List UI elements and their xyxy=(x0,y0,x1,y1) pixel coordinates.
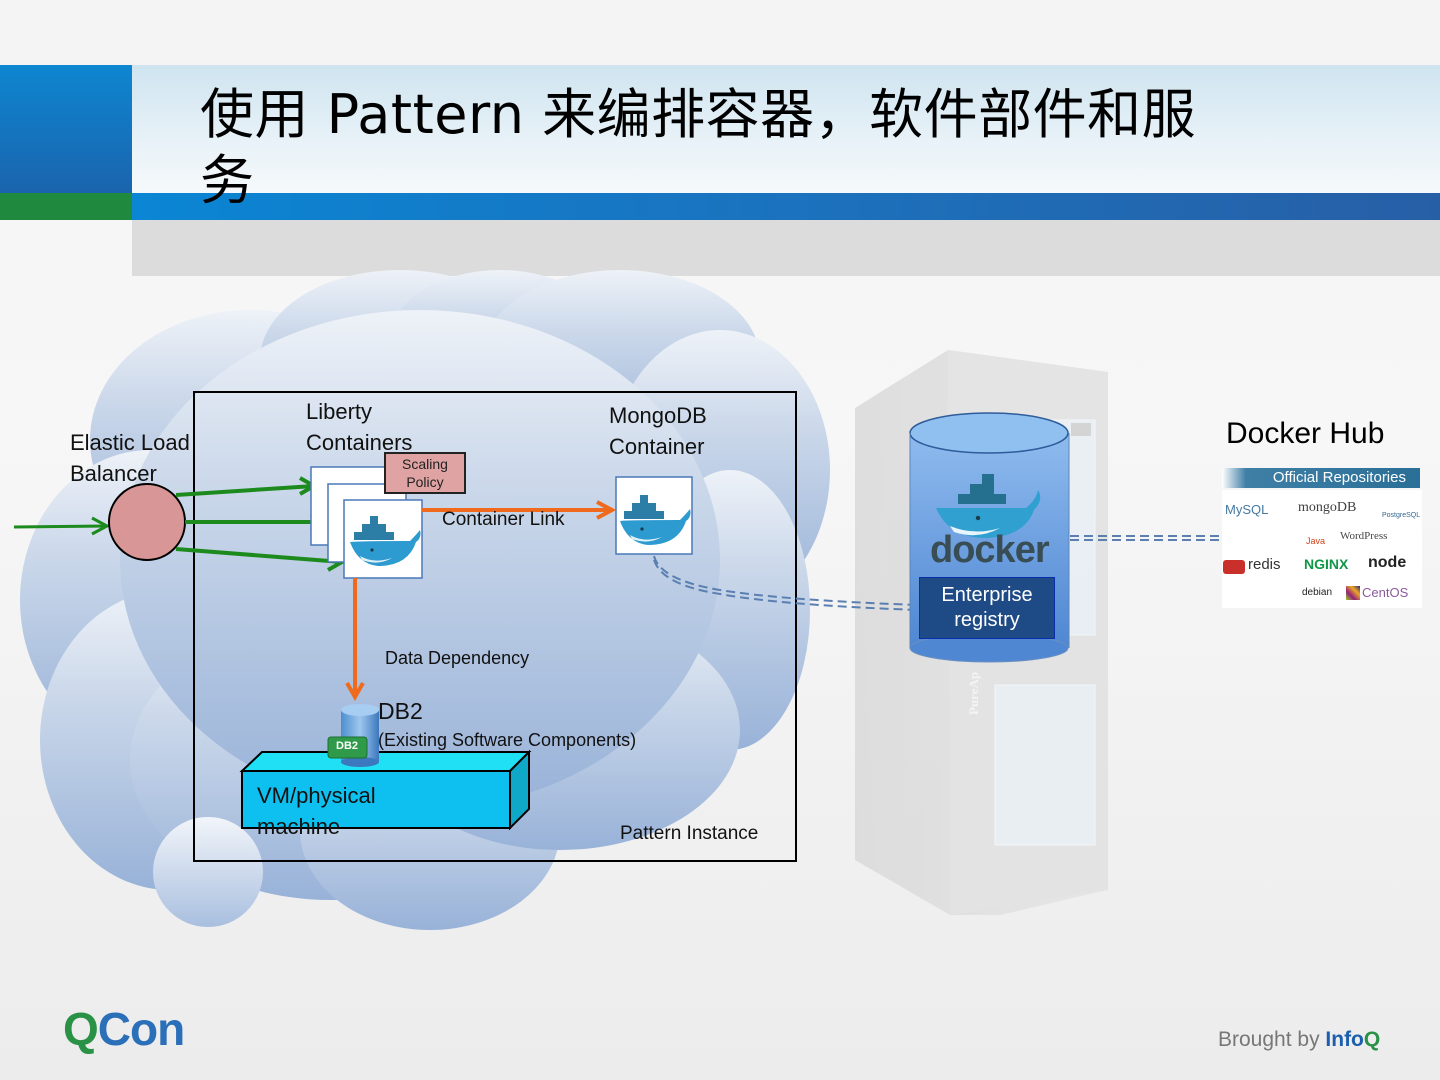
mongodb-label-line1: MongoDB xyxy=(609,403,707,428)
centos-icon xyxy=(1346,586,1360,600)
repo-debian[interactable]: debian xyxy=(1302,587,1333,598)
infoq-logo-q: Q xyxy=(1363,1028,1381,1051)
repo-nginx[interactable]: NGINX xyxy=(1304,556,1349,572)
repo-redis[interactable]: redis xyxy=(1248,556,1281,573)
scaling-policy-line2: Policy xyxy=(406,474,444,490)
enterprise-registry-line1: Enterprise xyxy=(941,584,1033,606)
qcon-logo-con: Con xyxy=(97,1003,185,1055)
data-dependency-label: Data Dependency xyxy=(385,648,530,668)
repository-logos-panel: MySQL mongoDB PostgreSQL RAILS Ruby Java… xyxy=(1222,490,1422,608)
db2-badge-text: DB2 xyxy=(336,740,359,752)
liberty-label-line2: Containers xyxy=(306,430,413,455)
pattern-instance-label: Pattern Instance xyxy=(620,823,759,844)
mongodb-label-line2: Container xyxy=(609,434,705,459)
rack-brand-text: PureAp xyxy=(966,672,981,715)
header-gray-band xyxy=(132,220,1440,276)
scaling-policy-line1: Scaling xyxy=(402,456,448,472)
incoming-arrow xyxy=(13,516,111,536)
header-blue-block xyxy=(0,65,132,193)
infoq-logo-info: Info xyxy=(1325,1028,1364,1051)
qcon-logo-q: Q xyxy=(63,1003,99,1055)
load-balancer-label-line1: Elastic Load xyxy=(70,430,190,455)
vm-label: VM/physical machine xyxy=(257,780,376,842)
header-title-band xyxy=(132,65,1440,193)
repo-java[interactable]: Java xyxy=(1306,536,1326,546)
docker-whale-icon xyxy=(350,516,421,566)
vm-physical-machine[interactable] xyxy=(239,749,532,831)
container-link-arrow xyxy=(422,500,617,520)
repo-rails[interactable]: RAILS xyxy=(1224,540,1245,547)
repo-ubuntu[interactable]: ubuntu xyxy=(1229,588,1263,600)
enterprise-registry-line2: registry xyxy=(954,609,1020,631)
db2-label: DB2 xyxy=(378,698,423,724)
docker-whale-icon xyxy=(620,495,691,545)
repo-mongodb[interactable]: mongoDB xyxy=(1298,500,1357,515)
repo-centos[interactable]: CentOS xyxy=(1362,585,1409,600)
scaling-policy-note[interactable]: Scaling Policy xyxy=(384,452,466,494)
repo-node[interactable]: node xyxy=(1368,554,1407,571)
infoq-logo: InfoQ xyxy=(1325,1028,1380,1051)
liberty-containers[interactable] xyxy=(310,466,423,579)
header-green-block xyxy=(0,193,132,220)
redis-icon xyxy=(1223,560,1245,574)
liberty-label-line1: Liberty xyxy=(306,399,373,424)
qcon-logo: QCon xyxy=(63,1002,185,1056)
repo-wordpress[interactable]: WordPress xyxy=(1340,530,1388,542)
docker-logo-text: docker xyxy=(930,529,1050,571)
infoq-credit: Brought by InfoQ xyxy=(1218,1026,1380,1054)
load-balancer-node[interactable] xyxy=(108,483,186,561)
mongodb-container-label: MongoDB Container xyxy=(609,400,707,462)
docker-hub-title: Docker Hub xyxy=(1226,417,1385,450)
load-balancer-label: Elastic Load Balancer xyxy=(70,427,190,489)
official-repositories-banner[interactable]: Official Repositories xyxy=(1222,468,1420,488)
repo-mysql[interactable]: MySQL xyxy=(1225,502,1269,517)
pattern-instance-box xyxy=(193,391,797,862)
mongodb-container[interactable] xyxy=(615,476,693,555)
data-dependency-arrow xyxy=(345,578,365,702)
brought-by-text: Brought by xyxy=(1218,1028,1326,1051)
container-link-label: Container Link xyxy=(442,509,565,530)
db2-sublabel: (Existing Software Components) xyxy=(378,730,637,750)
registry-link-dashed xyxy=(653,535,1220,611)
vm-label-line1: VM/physical xyxy=(257,783,376,808)
liberty-containers-label: Liberty Containers xyxy=(306,396,412,458)
vm-label-line2: machine xyxy=(257,814,341,839)
repo-ruby[interactable]: Ruby xyxy=(1263,524,1283,533)
db2-database-icon[interactable] xyxy=(327,704,379,767)
header-blue-stripe xyxy=(132,193,1440,220)
slide-title: 使用 Pattern 来编排容器，软件部件和服务 xyxy=(200,83,1197,212)
docker-whale-icon xyxy=(936,474,1041,538)
load-balancer-label-line2: Balancer xyxy=(70,461,157,486)
enterprise-registry-label[interactable]: Enterprise registry xyxy=(919,577,1055,639)
repo-postgresql[interactable]: PostgreSQL xyxy=(1382,512,1421,519)
